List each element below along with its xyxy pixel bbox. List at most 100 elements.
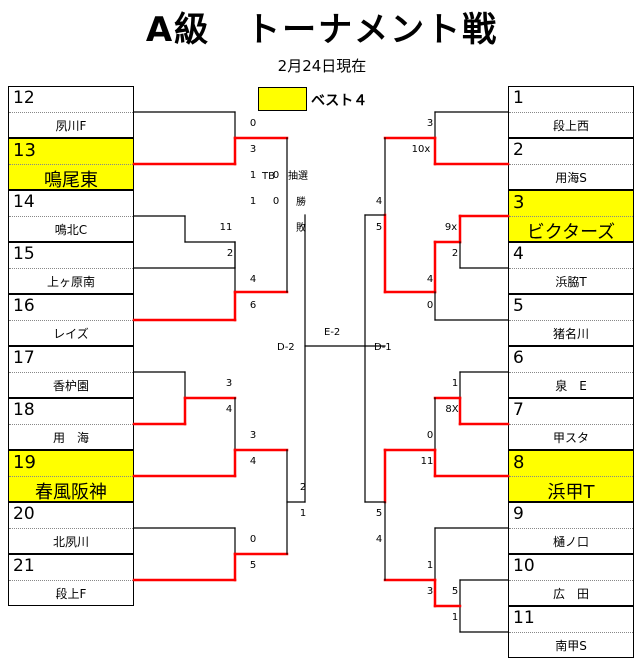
team-name: 鳴北C	[54, 223, 88, 237]
team-seed: 2	[513, 140, 524, 160]
score-right-1: 10x	[411, 144, 431, 155]
score-left-6: 1	[249, 170, 257, 181]
team-name: ビクターズ	[526, 222, 616, 243]
tb-label: TB	[262, 171, 275, 182]
score-left-5: 0	[272, 196, 280, 207]
team-box-right-3: 4 浜脇T	[508, 242, 634, 294]
team-divider	[9, 528, 133, 529]
score-left-1: 3	[249, 144, 257, 155]
team-name: 南甲S	[555, 639, 587, 653]
team-name: 用 海	[52, 431, 89, 445]
score-right-8: 1	[451, 378, 459, 389]
team-seed: 3	[513, 192, 525, 213]
team-name: レイズ	[53, 327, 89, 341]
score-right-9: 8X	[445, 404, 459, 415]
team-divider	[509, 268, 633, 269]
score-right-15: 3	[426, 586, 434, 597]
team-divider	[509, 164, 633, 165]
team-name: 上ヶ原南	[46, 275, 95, 289]
team-seed: 18	[13, 400, 35, 420]
score-left-15: 1	[299, 508, 307, 519]
team-name: 樋ノ口	[552, 535, 589, 549]
score-left-3: 2	[226, 248, 234, 259]
team-divider	[9, 320, 133, 321]
team-name: 北夙川	[52, 535, 89, 549]
team-name: 泉 E	[555, 379, 587, 393]
score-right-2: 4	[375, 196, 383, 207]
team-divider	[509, 320, 633, 321]
team-seed: 16	[13, 296, 35, 316]
team-seed: 9	[513, 504, 524, 524]
team-name: 春風阪神	[35, 482, 107, 503]
team-seed: 6	[513, 348, 524, 368]
score-left-8: 4	[249, 274, 257, 285]
team-divider	[509, 112, 633, 113]
team-divider	[509, 580, 633, 581]
team-seed: 11	[513, 608, 535, 628]
score-right-7: 0	[426, 300, 434, 311]
score-left-10: 3	[225, 378, 233, 389]
team-box-left-5: 17 香枦園	[8, 346, 134, 398]
team-name: 甲スタ	[552, 431, 589, 445]
legend-swatch	[258, 87, 307, 111]
team-divider	[509, 476, 633, 477]
score-left-9: 6	[249, 300, 257, 311]
team-name: 香枦園	[52, 379, 89, 393]
team-divider	[9, 216, 133, 217]
team-name: 浜脇T	[555, 275, 587, 289]
team-seed: 12	[13, 88, 35, 108]
team-name: 段上西	[552, 119, 589, 133]
team-seed: 13	[13, 140, 36, 161]
team-box-left-6: 18 用 海	[8, 398, 134, 450]
score-right-0: 3	[426, 118, 434, 129]
team-box-right-9: 10 広 田	[508, 554, 634, 606]
score-right-6: 4	[426, 274, 434, 285]
team-box-left-1: 13 鳴尾東	[8, 138, 134, 191]
score-left-0: 0	[249, 118, 257, 129]
team-name: 段上F	[55, 587, 87, 601]
team-name: 鳴尾東	[44, 170, 98, 191]
team-seed: 5	[513, 296, 524, 316]
score-right-5: 2	[451, 248, 459, 259]
team-seed: 4	[513, 244, 524, 264]
team-name: 広 田	[552, 587, 589, 601]
team-seed: 10	[513, 556, 535, 576]
team-divider	[509, 632, 633, 633]
score-left-13: 4	[249, 456, 257, 467]
score-right-13: 4	[375, 534, 383, 545]
score-left-4: 1	[249, 196, 257, 207]
score-left-11: 4	[225, 404, 233, 415]
team-divider	[9, 476, 133, 477]
team-box-left-9: 21 段上F	[8, 554, 134, 606]
team-divider	[509, 216, 633, 217]
team-seed: 20	[13, 504, 35, 524]
team-divider	[9, 372, 133, 373]
team-divider	[509, 372, 633, 373]
team-divider	[9, 164, 133, 165]
team-seed: 17	[13, 348, 35, 368]
draw-label: 抽選	[288, 171, 308, 182]
d2-label: D-2	[277, 342, 295, 353]
team-name: 浜甲T	[547, 482, 595, 503]
team-name: 猪名川	[552, 327, 589, 341]
team-divider	[9, 580, 133, 581]
score-right-4: 9x	[444, 222, 458, 233]
page-title: A級 トーナメント戦	[145, 10, 499, 50]
team-seed: 1	[513, 88, 524, 108]
team-seed: 21	[13, 556, 35, 576]
score-right-10: 0	[426, 430, 434, 441]
legend-label: ベスト４	[311, 93, 368, 109]
score-left-7: 0	[272, 170, 280, 181]
score-left-17: 5	[249, 560, 257, 571]
score-left-14: 2	[299, 482, 307, 493]
score-right-16: 5	[451, 586, 459, 597]
team-box-right-4: 5 猪名川	[508, 294, 634, 346]
score-right-14: 1	[426, 560, 434, 571]
lose-label: 敗	[296, 223, 306, 234]
